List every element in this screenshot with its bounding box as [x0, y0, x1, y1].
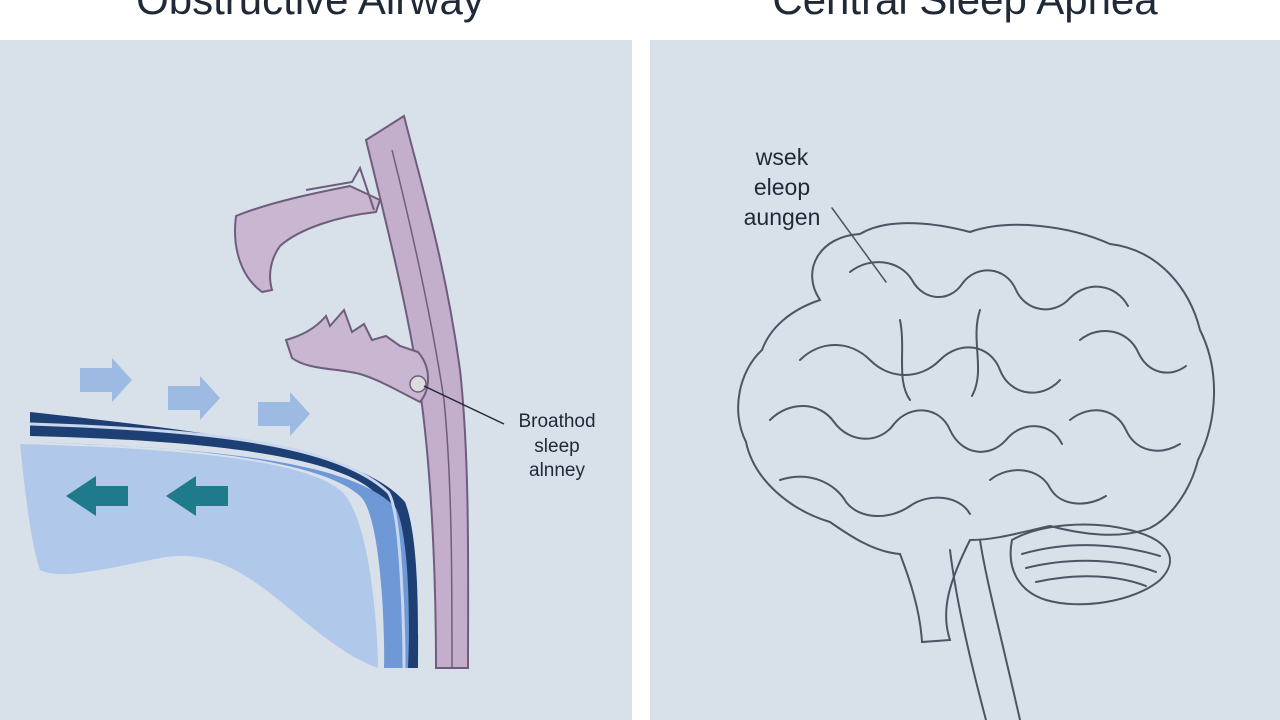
nasal-ridge — [305, 165, 375, 211]
pharynx-wall — [364, 114, 470, 669]
air-flow-arrow-icon — [80, 358, 310, 436]
brain-gyrus — [779, 475, 971, 518]
brain-gyrus — [769, 405, 1063, 453]
brain-illustration — [737, 207, 1215, 720]
obstruction-point — [409, 375, 427, 393]
brain-stem — [949, 549, 987, 720]
central-sleep-apnea-panel: wsek eleop aungen — [650, 40, 1280, 720]
brain-outline — [737, 222, 1215, 644]
tongue-obstruction — [284, 308, 429, 404]
brain-gyrus — [1069, 409, 1181, 452]
reverse-flow-arrow-icon — [66, 476, 228, 516]
airway-label: Broathod sleep alnney — [518, 411, 596, 482]
brain-label: wsek eleop aungen — [743, 144, 821, 230]
central-sleep-apnea-title: Central Sleep Apnea — [650, 0, 1280, 24]
airway-illustration — [20, 114, 505, 669]
brain-gyrus — [989, 469, 1107, 505]
airway-label-leader — [423, 385, 505, 425]
brain-gyrus — [799, 344, 1061, 394]
airflow-region — [20, 444, 378, 668]
brain-gyrus — [1079, 330, 1187, 374]
brain-label-leader — [831, 207, 887, 283]
soft-palate — [234, 184, 382, 294]
obstructive-airway-panel: Broathod sleep alnney — [0, 40, 632, 720]
airway-inner-line — [29, 422, 406, 669]
brain-stem — [979, 539, 1021, 720]
cerebellum-fold — [1025, 559, 1157, 573]
cerebellum-fold — [1035, 575, 1147, 587]
cerebellum — [1009, 523, 1171, 606]
brain-gyrus — [899, 319, 911, 401]
pharynx-inner — [391, 149, 453, 669]
brain-gyrus — [849, 261, 1129, 311]
cerebellum-fold — [1021, 544, 1161, 557]
brain-gyrus — [971, 309, 981, 397]
obstructive-airway-title: Obstructive Airway — [0, 0, 620, 24]
